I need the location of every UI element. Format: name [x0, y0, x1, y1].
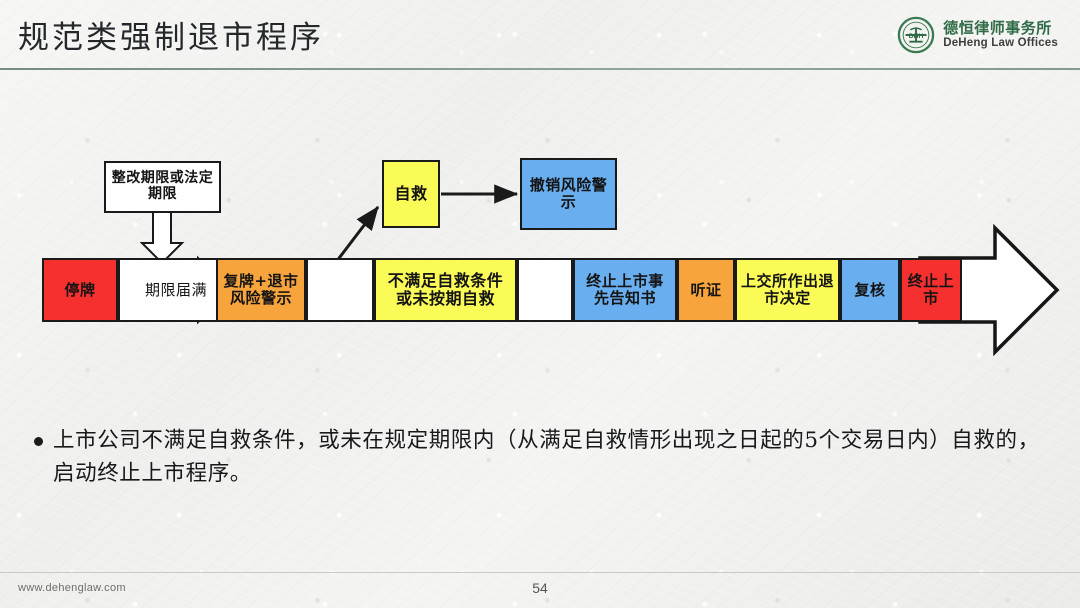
flow-step-gap-2[interactable]: [517, 258, 573, 322]
bullet-paragraph-text: 上市公司不满足自救条件，或未在规定期限内（从满足自救情形出现之日起的5个交易日内…: [53, 428, 1040, 487]
flow-step-terminate-listing[interactable]: 终止上市: [900, 258, 962, 322]
flow-step-review-label: 复核: [854, 280, 886, 299]
flow-step-deadline-expired[interactable]: 期限届满: [118, 258, 234, 322]
flow-step-terminate-listing-label: 终止上市: [907, 272, 955, 307]
flow-step-suspend-trading[interactable]: 停牌: [42, 258, 118, 322]
svg-text:DHH: DHH: [909, 33, 924, 40]
flow-step-fails-self-rescue[interactable]: 不满足自救条件或未按期自救: [374, 258, 517, 322]
brand-name-cn: 德恒律师事务所: [943, 19, 1052, 38]
flow-node-deadline-note-label: 整改期限或法定期限: [111, 170, 214, 202]
flow-step-sse-delisting-decision-label: 上交所作出退市决定: [741, 272, 835, 307]
bullet-paragraph: 上市公司不满足自救条件，或未在规定期限内（从满足自救情形出现之日起的5个交易日内…: [34, 424, 1050, 491]
flow-step-resume-and-risk-warning-label: 复牌+退市风险警示: [223, 272, 299, 307]
brand-logo: DHH 德恒律师事务所 DeHeng Law Offices: [897, 16, 1058, 54]
brand-name-en: DeHeng Law Offices: [943, 36, 1058, 49]
flow-step-review[interactable]: 复核: [840, 258, 900, 322]
flow-node-revoke-warning[interactable]: 撤销风险警示: [520, 158, 617, 230]
flow-step-resume-and-risk-warning[interactable]: 复牌+退市风险警示: [216, 258, 306, 322]
flow-step-delisting-prior-notice-label: 终止上市事先告知书: [586, 272, 664, 307]
slide-header: 规范类强制退市程序 DHH 德恒律师事务所 DeHeng Law Offices: [0, 0, 1080, 70]
footer-divider: [0, 572, 1080, 573]
flow-step-suspend-trading-label: 停牌: [64, 280, 96, 299]
bullet-dot-icon: [34, 437, 43, 446]
flow-step-delisting-prior-notice[interactable]: 终止上市事先告知书: [573, 258, 677, 322]
footer-website-url[interactable]: www.dehenglaw.com: [18, 582, 126, 594]
flow-node-revoke-warning-label: 撤销风险警示: [529, 176, 608, 211]
header-divider: [0, 68, 1080, 70]
deheng-seal-icon: DHH: [897, 16, 935, 54]
flow-step-sse-delisting-decision[interactable]: 上交所作出退市决定: [735, 258, 840, 322]
flow-step-deadline-expired-label: 期限届满: [144, 280, 207, 299]
flow-step-fails-self-rescue-label: 不满足自救条件或未按期自救: [387, 271, 504, 308]
flow-node-deadline-note[interactable]: 整改期限或法定期限: [104, 161, 221, 213]
flow-node-self-rescue[interactable]: 自救: [382, 160, 440, 228]
flow-node-self-rescue-label: 自救: [394, 184, 428, 204]
deadline-down-arrow: [139, 211, 185, 265]
footer-page-number: 54: [532, 580, 548, 596]
flow-step-hearing-label: 听证: [690, 280, 722, 299]
page-title: 规范类强制退市程序: [18, 20, 324, 56]
flow-step-hearing[interactable]: 听证: [677, 258, 735, 322]
brand-logo-text: 德恒律师事务所 DeHeng Law Offices: [943, 19, 1058, 49]
flow-step-gap-1[interactable]: [306, 258, 374, 322]
